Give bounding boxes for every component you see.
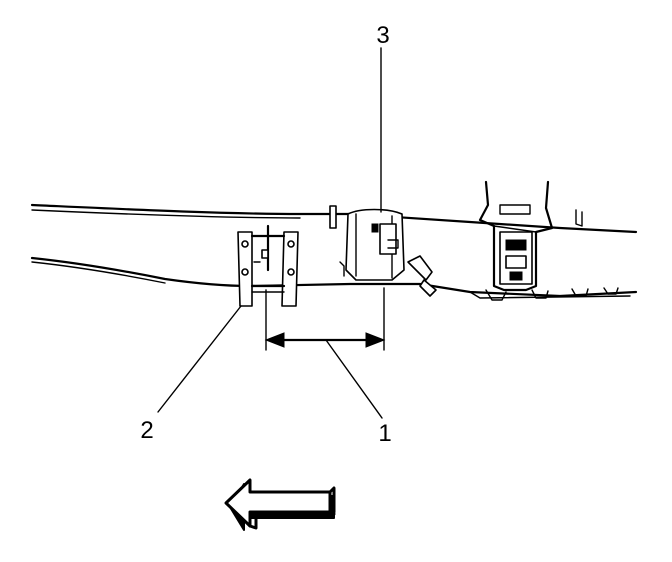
frame-rail <box>30 203 638 301</box>
dimension-line <box>264 287 386 419</box>
callout-1: 1 <box>378 420 391 447</box>
forward-arrow-icon <box>224 478 336 531</box>
mount-bracket <box>329 47 437 297</box>
rear-bracket <box>478 180 583 292</box>
support-brackets <box>157 224 299 413</box>
callout-3: 3 <box>376 22 389 49</box>
callout-2: 2 <box>140 417 153 444</box>
